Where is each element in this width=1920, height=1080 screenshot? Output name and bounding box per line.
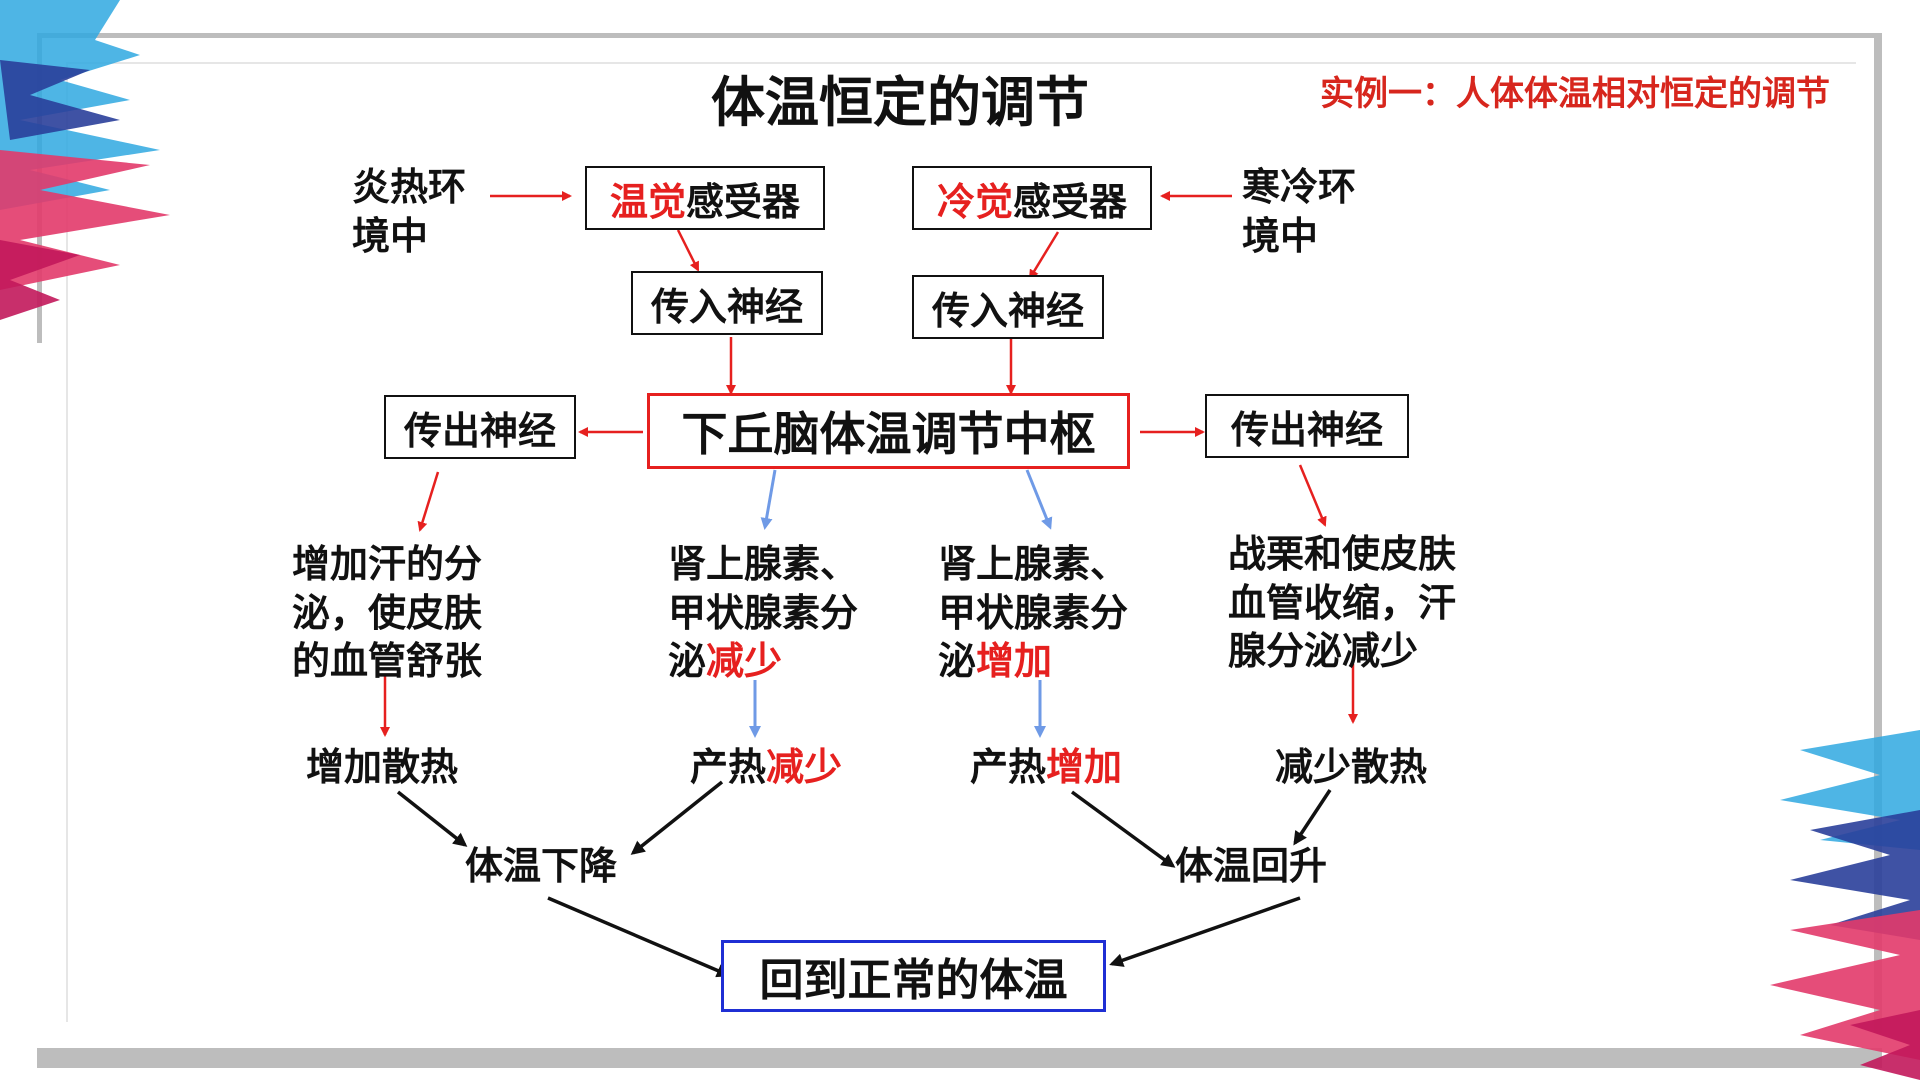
arrow-temp-down-to-normal <box>547 896 731 978</box>
page-subtitle: 实例一：人体体温相对恒定的调节 <box>1320 74 1830 114</box>
right-efferent-nerve-box: 传出神经 <box>1205 394 1409 458</box>
hypothalamus-center-box: 下丘脑体温调节中枢 <box>647 393 1130 469</box>
frame-top-border <box>37 33 1882 38</box>
page-title: 体温恒定的调节 <box>711 71 1089 134</box>
inner-left-rule <box>66 62 68 1022</box>
temperature-drop-label: 体温下降 <box>465 844 618 888</box>
cold-receptor-rest: 感受器 <box>1013 179 1128 224</box>
warm-receptor-box: 温觉感受器 <box>585 166 825 230</box>
arrow-right-efferent-to-shiver <box>1298 464 1327 527</box>
cold-environment-label: 寒冷环 境中 <box>1242 165 1357 258</box>
left-afferent-nerve-box: 传入神经 <box>631 271 823 335</box>
frame-bottom-border <box>37 1048 1882 1068</box>
arrow-heat-loss-to-temp-down <box>396 790 468 847</box>
arrow-reduce-loss-to-temp-up <box>1293 789 1332 846</box>
arrow-heat-up-to-temp-up <box>1070 790 1176 868</box>
hormone-increase-label: 肾上腺素、 甲状腺素分 泌增加 <box>938 542 1129 684</box>
arrow-center-to-hormone-increase <box>1025 469 1053 530</box>
shiver-vasoconstriction-label: 战栗和使皮肤 血管收缩，汗 腺分泌减少 <box>1228 532 1457 674</box>
reduce-heat-loss-label: 减少散热 <box>1275 745 1428 789</box>
arrow-cold-receptor-to-afferent <box>1028 231 1060 280</box>
left-efferent-nerve-box: 传出神经 <box>384 395 576 459</box>
increase-heat-loss-label: 增加散热 <box>306 745 459 789</box>
heat-production-decrease-label: 产热减少 <box>690 745 843 789</box>
hormone-decrease-label: 肾上腺素、 甲状腺素分 泌减少 <box>668 542 859 684</box>
arrow-center-to-hormone-decrease <box>760 469 777 530</box>
arrow-heat-down-to-temp-down <box>630 780 724 855</box>
cold-receptor-box: 冷觉感受器 <box>912 166 1152 230</box>
heat-production-increase-label: 产热增加 <box>970 745 1123 789</box>
hot-environment-label: 炎热环 境中 <box>352 165 467 258</box>
warm-receptor-highlight: 温觉 <box>609 179 686 224</box>
arrow-left-efferent-to-sweat <box>417 471 440 532</box>
cold-receptor-highlight: 冷觉 <box>936 179 1013 224</box>
temperature-rise-label: 体温回升 <box>1175 844 1328 888</box>
brush-decoration-right <box>1770 730 1920 1080</box>
inner-top-rule <box>66 62 1856 64</box>
warm-receptor-rest: 感受器 <box>686 179 801 224</box>
frame-right-border <box>1874 33 1882 1033</box>
sweat-vasodilation-label: 增加汗的分 泌，使皮肤 的血管舒张 <box>292 542 483 684</box>
brush-decoration-left <box>0 0 170 320</box>
right-afferent-nerve-box: 传入神经 <box>912 275 1104 339</box>
arrow-warm-receptor-to-afferent <box>676 229 700 272</box>
arrow-temp-up-to-normal <box>1109 896 1301 967</box>
normal-temperature-box: 回到正常的体温 <box>721 940 1106 1012</box>
